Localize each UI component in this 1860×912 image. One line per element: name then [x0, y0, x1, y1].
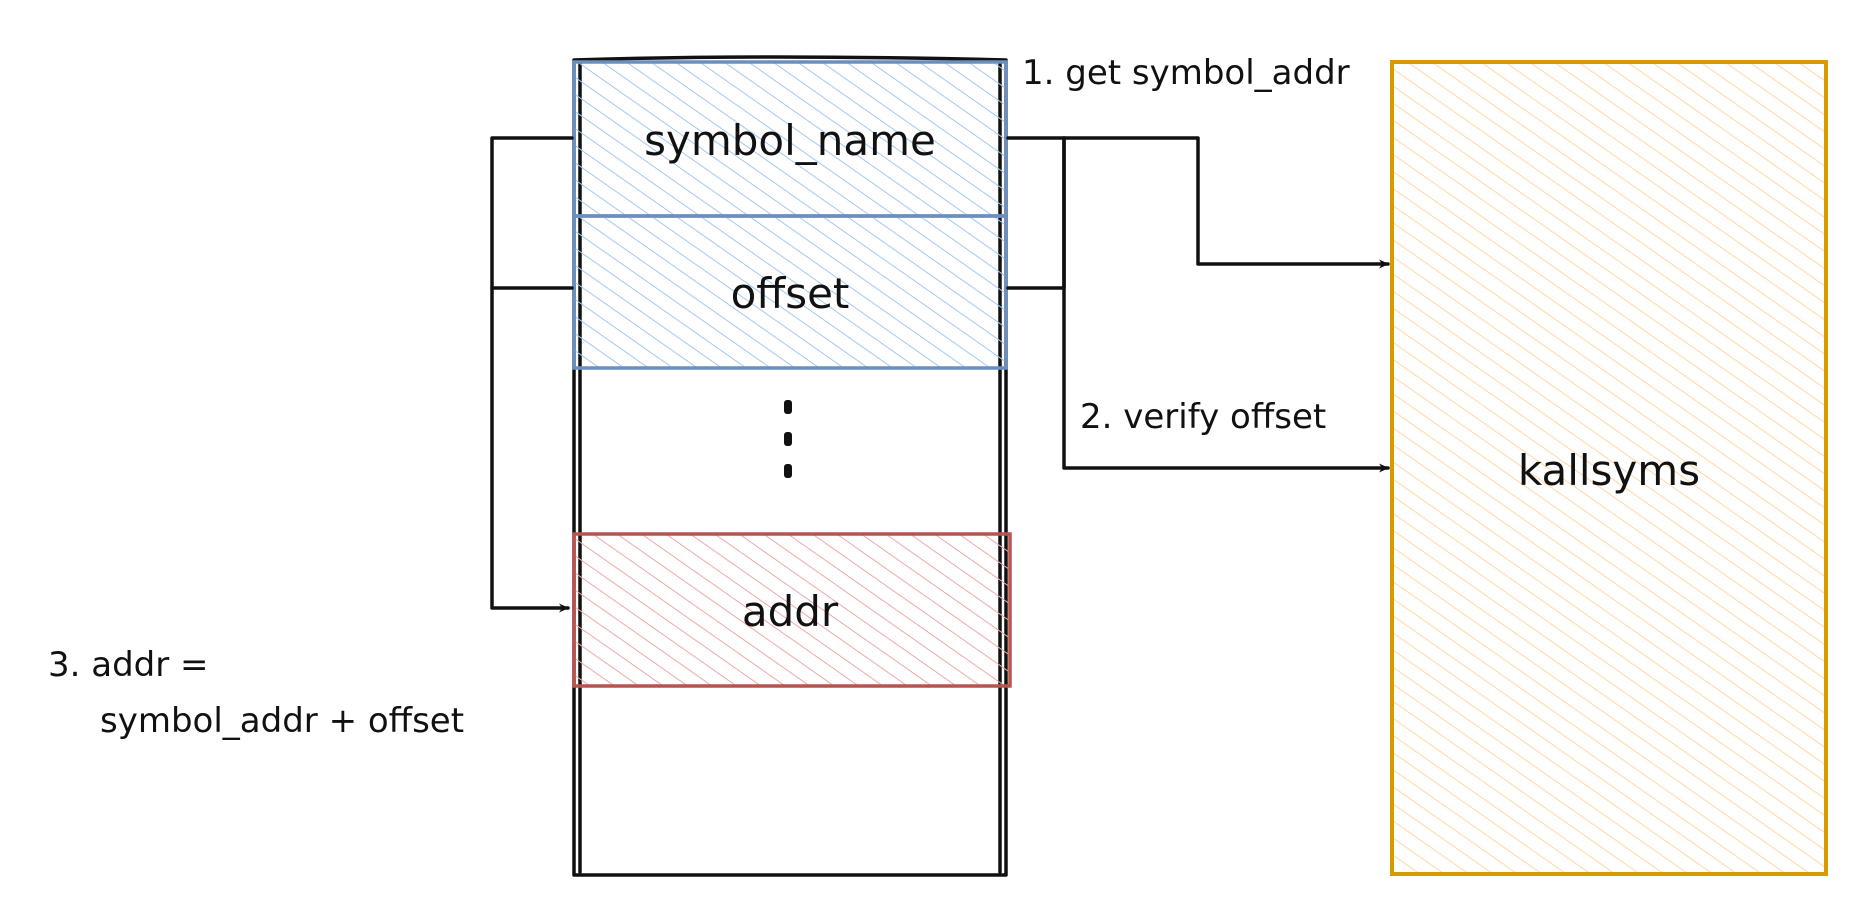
ellipsis-icon	[784, 400, 792, 478]
offset-label: offset	[731, 269, 850, 318]
arrow-compute-addr	[490, 136, 574, 613]
step3-label-line2: symbol_addr + offset	[100, 701, 464, 741]
kallsyms-label: kallsyms	[1518, 446, 1700, 495]
arrow-verify-offset	[1006, 136, 1390, 473]
offset-cell: offset	[572, 214, 1008, 370]
kallsyms-box: kallsyms	[1390, 60, 1828, 876]
symbol-name-cell: symbol_name	[572, 60, 1008, 218]
addr-cell: addr	[572, 532, 1012, 688]
step1-label: 1. get symbol_addr	[1022, 53, 1350, 93]
addr-label: addr	[742, 587, 839, 636]
step2-label: 2. verify offset	[1080, 397, 1326, 437]
symbol-name-label: symbol_name	[644, 116, 936, 165]
step3-label-line1: 3. addr =	[48, 645, 209, 685]
arrow-get-symbol-addr	[1006, 136, 1390, 269]
